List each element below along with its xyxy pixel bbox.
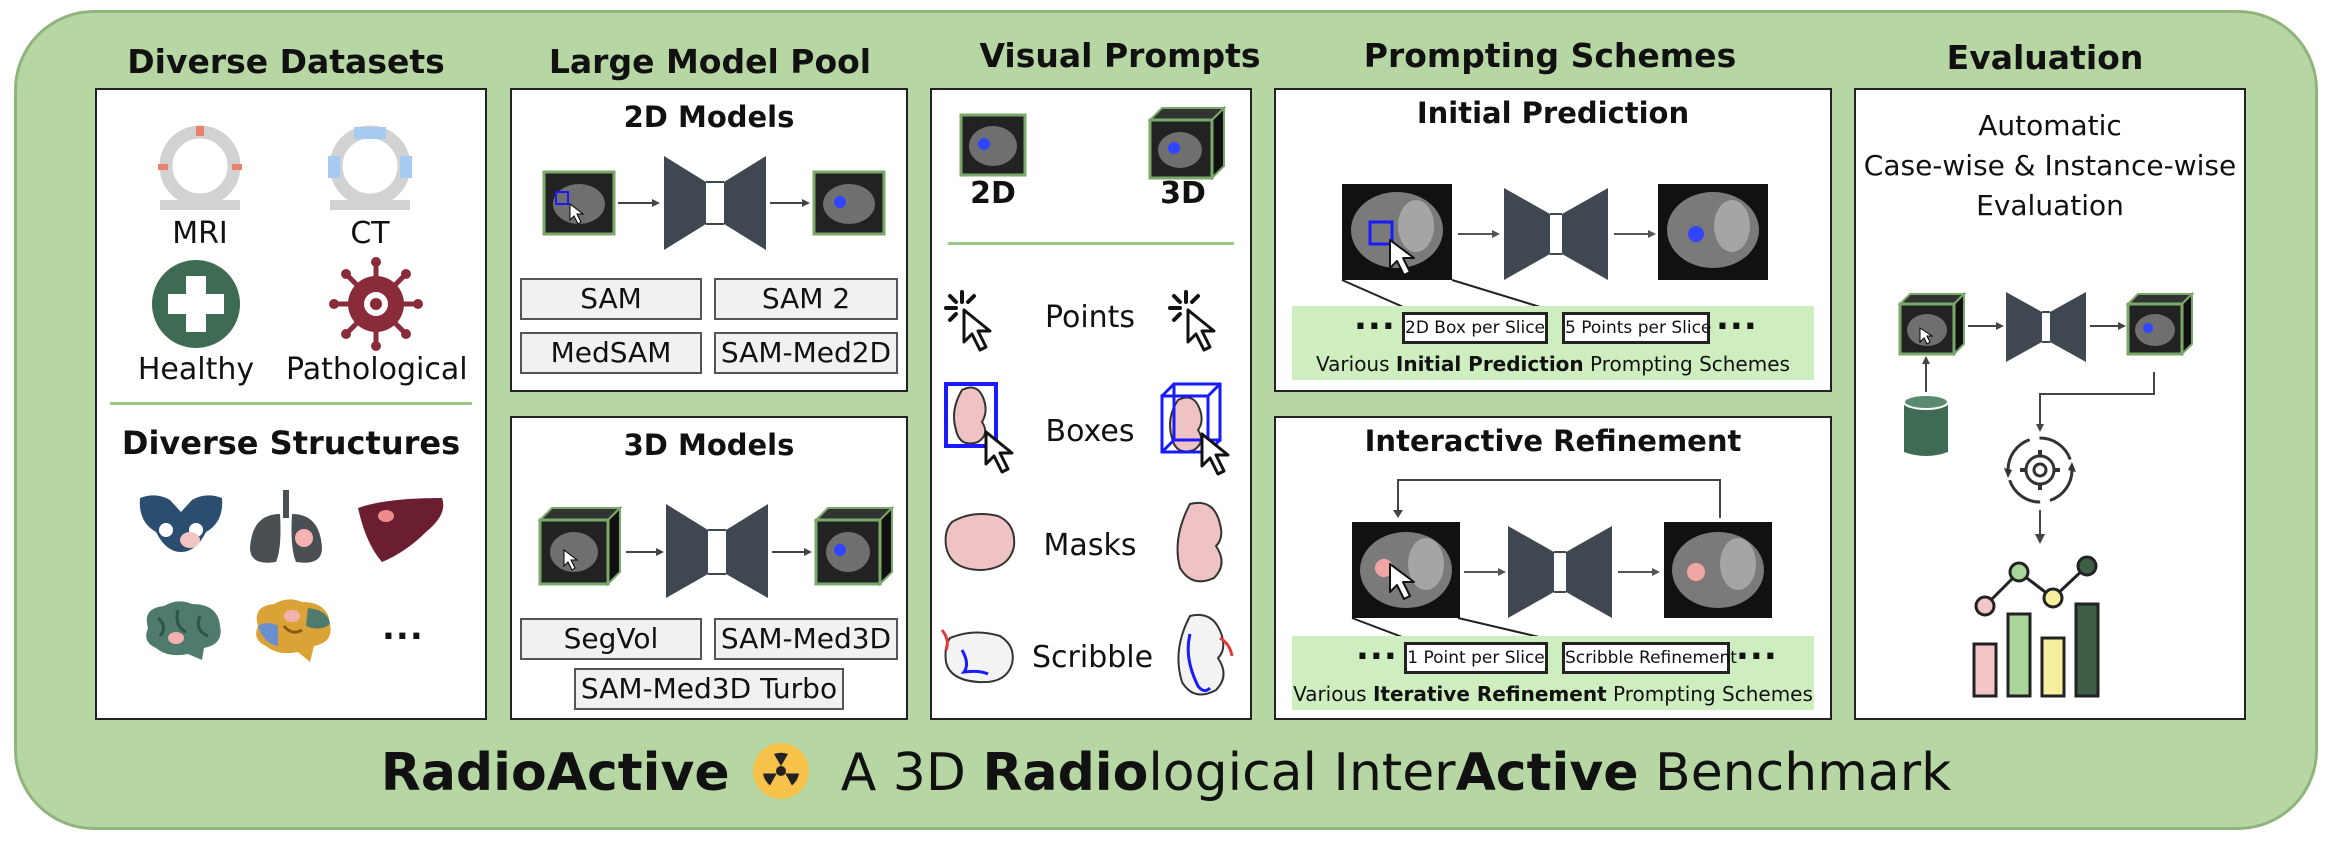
refine-caption-post: Prompting Schemes <box>1606 682 1813 706</box>
models-3d-title: 3D Models <box>623 428 795 462</box>
models-2d-title: 2D Models <box>623 100 795 134</box>
footer-brand-name: RadioActive <box>380 743 730 803</box>
modality-mri-label: MRI <box>172 216 228 251</box>
mask-3d-prompt-icon <box>1176 502 1223 583</box>
interactive-refinement-title: Interactive Refinement <box>1364 424 1742 458</box>
models-2d-pipeline <box>542 156 886 250</box>
initial-option-2d-box: 2D Box per Slice <box>1402 312 1548 344</box>
footer-title: RadioActive A 3D Radiological InterActiv… <box>0 742 2332 803</box>
evaluation-down-arrow <box>2035 510 2045 544</box>
refinement-feedback-arrow <box>1393 479 1721 518</box>
condition-pathological-label: Pathological <box>286 352 468 387</box>
footer-text-bold1: Radio <box>982 743 1149 803</box>
column-title-evaluation: Evaluation <box>1946 38 2144 77</box>
prompt-3d-volume-icon <box>1147 105 1227 181</box>
evaluation-line-1: Automatic <box>1978 109 2122 142</box>
initial-prediction-title: Initial Prediction <box>1416 96 1690 130</box>
model-sam: SAM <box>520 278 702 320</box>
model-sam-med3d: SAM-Med3D <box>714 618 898 660</box>
datasets-divider <box>110 402 472 405</box>
box-3d-prompt-icon <box>1160 382 1230 476</box>
column-title-schemes: Prompting Schemes <box>1363 36 1737 75</box>
box-2d-prompt-icon <box>944 382 1014 474</box>
initial-zoom-lines <box>1341 279 1551 311</box>
refinement-schemes-caption: Various Iterative Refinement Prompting S… <box>1292 682 1814 706</box>
scribble-3d-prompt-icon <box>1177 614 1234 696</box>
column-title-prompts: Visual Prompts <box>979 36 1261 75</box>
footer-text-post: Benchmark <box>1638 743 1952 803</box>
initial-caption-pre: Various <box>1316 352 1396 376</box>
model-sam-med3d-turbo: SAM-Med3D Turbo <box>574 668 844 710</box>
pelvis-icon <box>139 495 223 552</box>
mri-scanner-icon <box>158 125 242 210</box>
initial-caption-bold: Initial Prediction <box>1395 352 1584 376</box>
refine-caption-pre: Various <box>1293 682 1373 706</box>
settings-gear-icon <box>2004 436 2076 504</box>
points-2d-cursor-icon <box>944 290 992 352</box>
footer-text-bold2: Active <box>1455 743 1639 803</box>
ct-scanner-icon <box>328 125 412 210</box>
mask-2d-prompt-icon <box>944 513 1016 572</box>
ground-truth-database-icon <box>1903 356 1949 456</box>
condition-healthy-label: Healthy <box>137 352 255 387</box>
model-sam2: SAM 2 <box>714 278 898 320</box>
initial-prediction-pipeline <box>1342 184 1768 280</box>
prompts-divider <box>948 242 1234 245</box>
initial-ellipsis-left: ... <box>1354 298 1396 338</box>
model-segvol: SegVol <box>520 618 702 660</box>
radioactive-trefoil-icon <box>753 743 810 799</box>
evaluation-pipeline <box>1897 291 2195 362</box>
initial-ellipsis-right: ... <box>1716 298 1758 338</box>
refine-option-1-point: 1 Point per Slice <box>1404 642 1548 674</box>
evaluation-flow-connector <box>2036 372 2155 432</box>
prompt-scribble-label: Scribble <box>1032 640 1154 675</box>
points-3d-cursor-icon <box>1168 290 1216 352</box>
initial-schemes-caption: Various Initial Prediction Prompting Sch… <box>1292 352 1814 376</box>
lungs-icon <box>250 490 322 563</box>
column-title-models: Large Model Pool <box>548 42 872 81</box>
metrics-chart-icon <box>1972 555 2100 698</box>
liver-icon <box>358 498 444 562</box>
prompt-masks-label: Masks <box>1043 528 1137 563</box>
refine-ellipsis-right: ... <box>1736 628 1778 668</box>
evaluation-line-3: Evaluation <box>1976 189 2124 222</box>
initial-caption-post: Prompting Schemes <box>1583 352 1790 376</box>
more-structures-ellipsis: ... <box>382 608 424 648</box>
refinement-pipeline <box>1352 522 1772 618</box>
models-3d-pipeline <box>537 504 895 598</box>
prompt-2d-label: 2D <box>970 176 1016 211</box>
brain-icon-healthy <box>146 601 221 660</box>
model-medsam: MedSAM <box>520 332 702 374</box>
scribble-2d-prompt-icon <box>940 629 1014 684</box>
prompt-boxes-label: Boxes <box>1045 414 1135 449</box>
structures-title: Diverse Structures <box>121 424 461 462</box>
modality-ct-label: CT <box>350 216 390 251</box>
healthy-cross-icon <box>152 260 240 348</box>
prompt-points-label: Points <box>1044 300 1136 335</box>
brain-icon-pathological <box>256 599 331 662</box>
refine-option-scribble: Scribble Refinement <box>1562 642 1737 674</box>
footer-text-mid: logical Inter <box>1148 743 1456 803</box>
evaluation-line-2: Case-wise & Instance-wise <box>1863 149 2237 182</box>
initial-schemes-band <box>1292 306 1814 380</box>
column-title-datasets: Diverse Datasets <box>127 42 445 81</box>
footer-text-pre: A 3D <box>840 743 983 803</box>
model-sam-med2d: SAM-Med2D <box>714 332 898 374</box>
initial-option-5-points: 5 Points per Slice <box>1562 312 1711 344</box>
prompt-2d-slice-icon <box>959 113 1027 177</box>
pathological-virus-icon <box>329 257 423 351</box>
refine-ellipsis-left: ... <box>1356 628 1398 668</box>
refine-caption-bold: Iterative Refinement <box>1372 682 1607 706</box>
prompt-3d-label: 3D <box>1160 176 1206 211</box>
